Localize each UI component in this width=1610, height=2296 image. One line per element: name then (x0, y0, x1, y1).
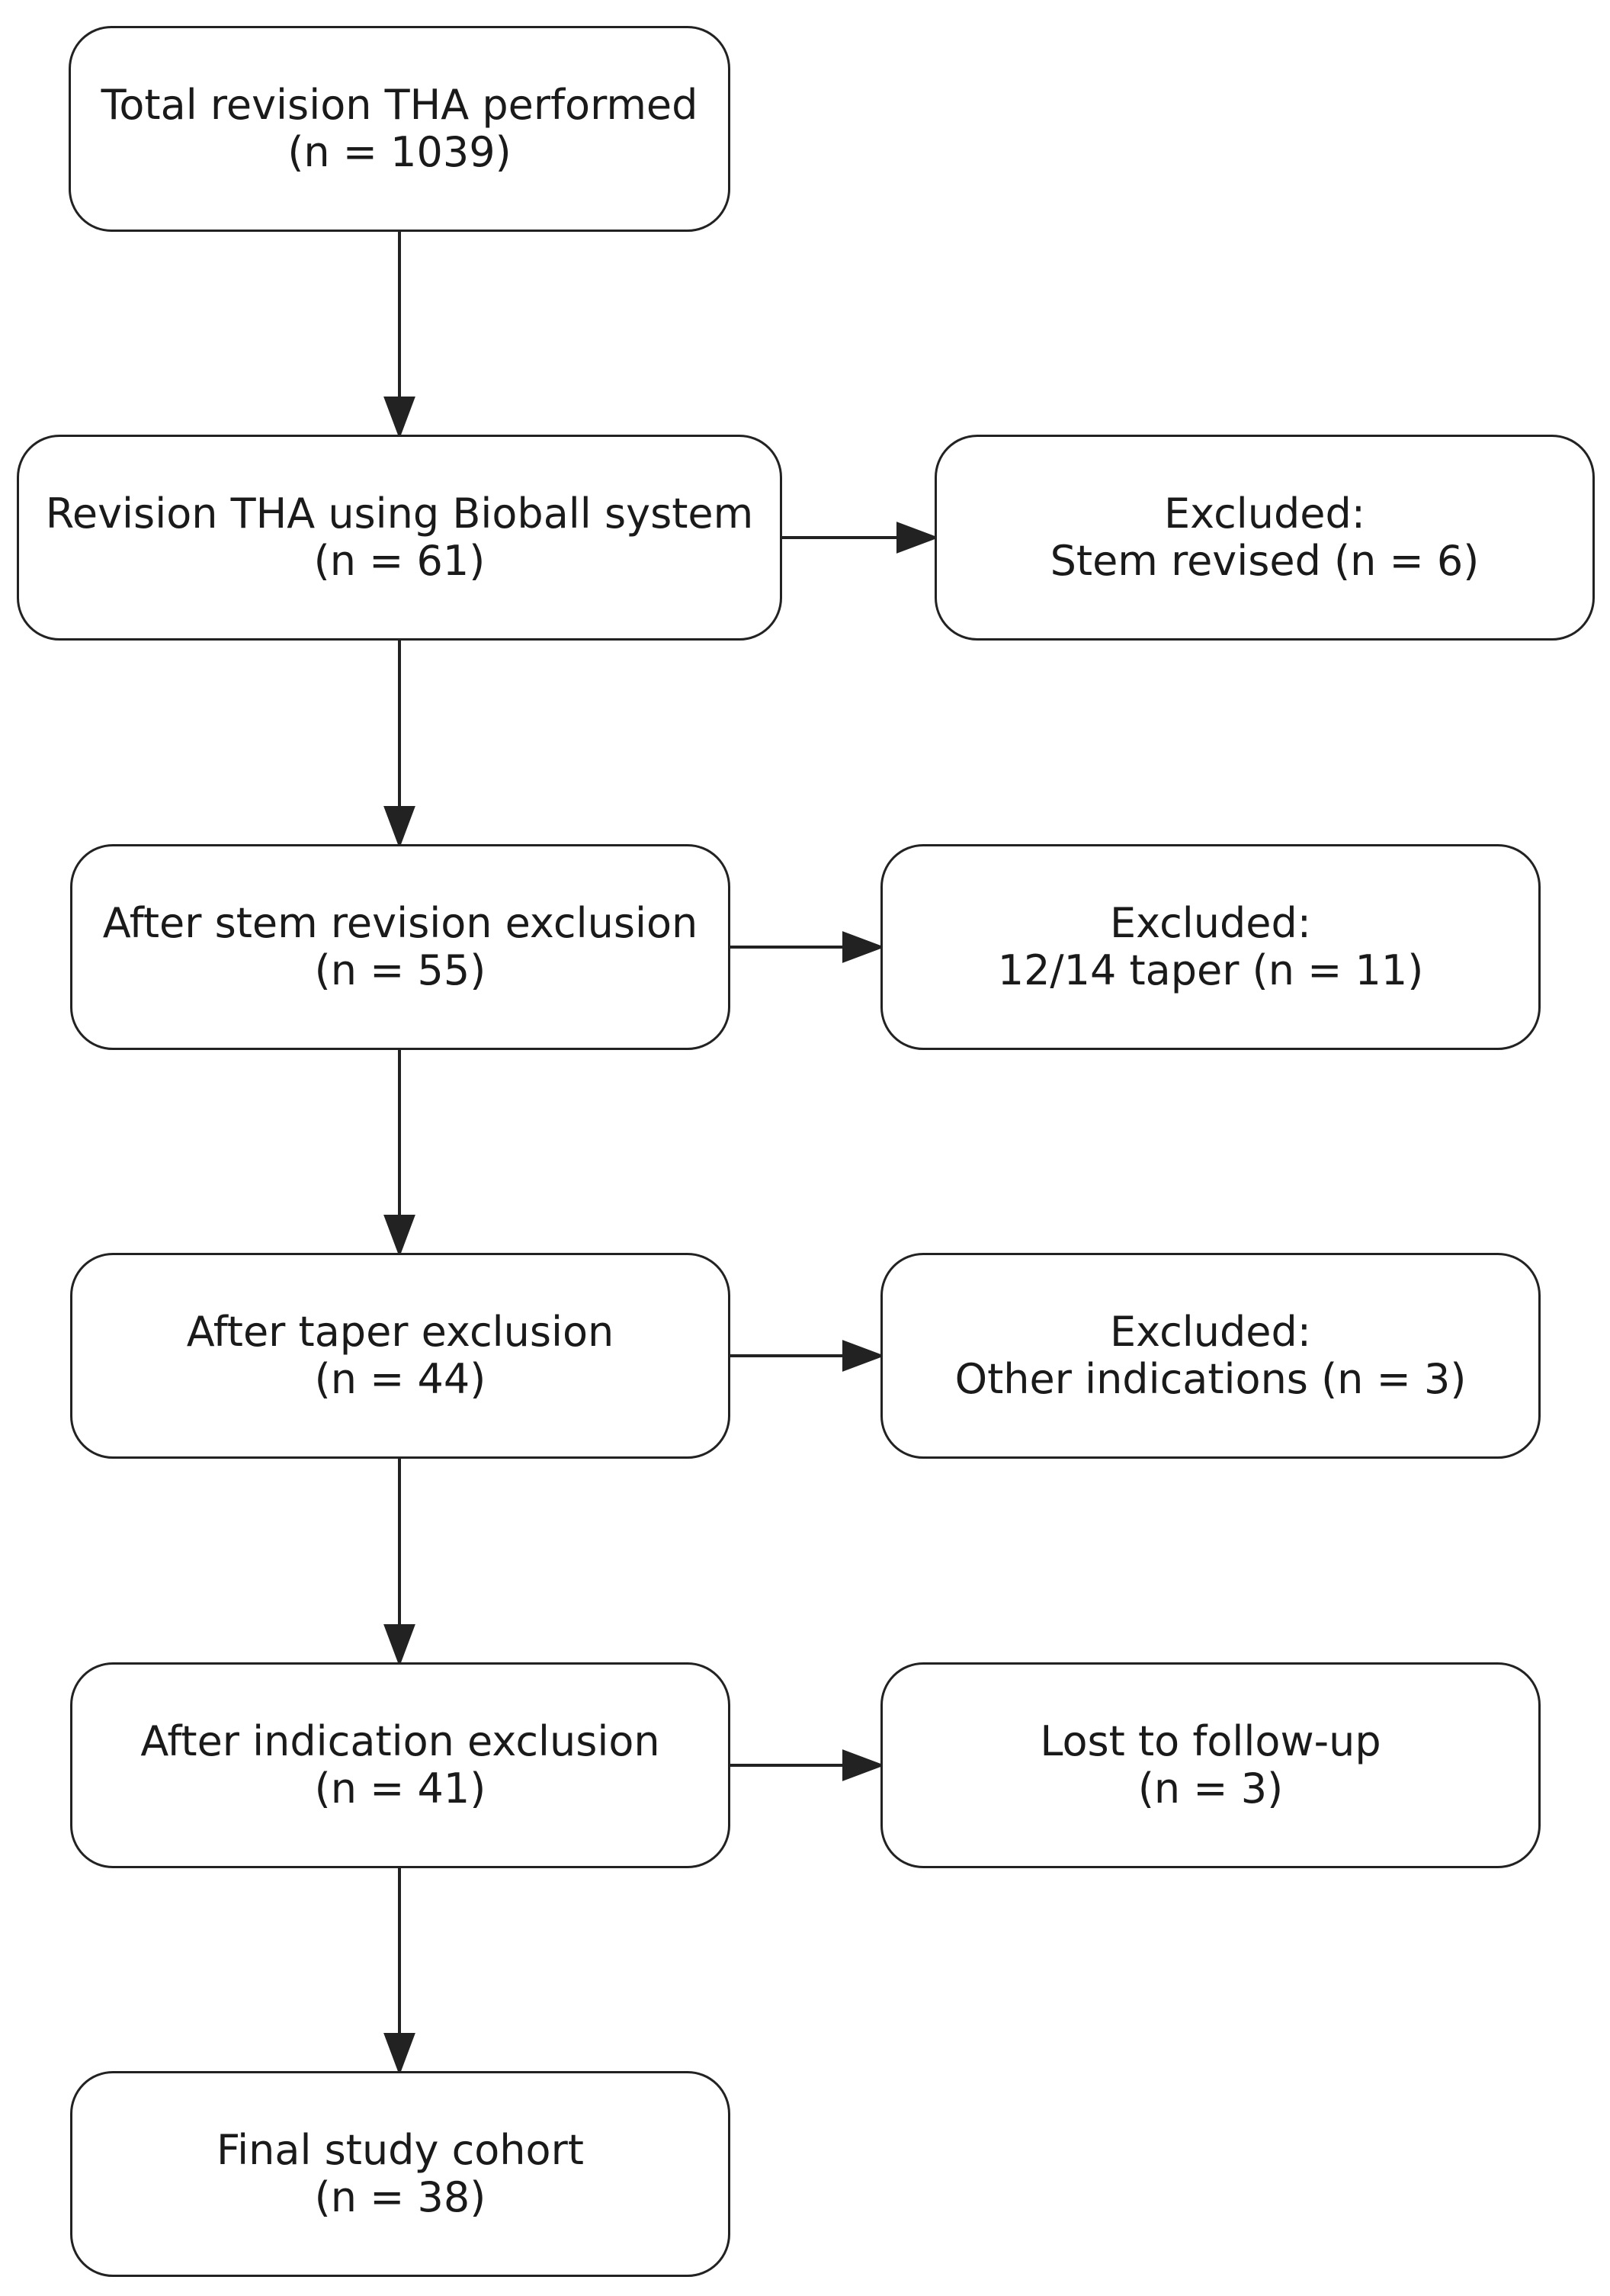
after-stem-exclusion-node: After stem revision exclusion (n = 55) (70, 844, 730, 1050)
after-stem-exclusion-count: (n = 55) (314, 946, 486, 994)
final-cohort-count: (n = 38) (314, 2173, 486, 2221)
arrowhead-taper (383, 1215, 415, 1257)
excluded-stem-revised-node: Excluded: Stem revised (n = 6) (935, 435, 1595, 641)
after-taper-exclusion-node: After taper exclusion (n = 44) (70, 1253, 730, 1459)
arrowhead-taper-excluded (842, 931, 885, 963)
horizontal-connectors (730, 522, 939, 1781)
arrowhead-final (383, 2033, 415, 2076)
excluded-stem-revised-detail: Stem revised (n = 6) (1050, 537, 1480, 585)
arrowhead-bioball (383, 397, 415, 439)
final-cohort-node: Final study cohort (n = 38) (70, 2071, 730, 2277)
arrowhead-stem-revised (896, 522, 939, 554)
after-stem-exclusion-label: After stem revision exclusion (102, 899, 698, 947)
arrowhead-other-excluded (842, 1340, 885, 1372)
after-indication-exclusion-label: After indication exclusion (140, 1717, 660, 1765)
excluded-taper-detail: 12/14 taper (n = 11) (997, 946, 1424, 994)
arrowhead-indication (383, 1624, 415, 1667)
bioball-revision-label: Revision THA using Bioball system (45, 490, 754, 538)
bioball-revision-node: Revision THA using Bioball system (n = 6… (17, 435, 782, 641)
total-revision-label: Total revision THA performed (101, 81, 698, 129)
after-taper-exclusion-label: After taper exclusion (186, 1308, 614, 1356)
after-indication-exclusion-node: After indication exclusion (n = 41) (70, 1662, 730, 1868)
lost-to-follow-up-label: Lost to follow-up (1040, 1717, 1381, 1765)
excluded-taper-heading: Excluded: (1109, 899, 1311, 947)
vertical-connectors (383, 232, 415, 2076)
total-revision-node: Total revision THA performed (n = 1039) (69, 26, 730, 232)
bioball-revision-count: (n = 61) (313, 537, 486, 585)
excluded-taper-node: Excluded: 12/14 taper (n = 11) (880, 844, 1541, 1050)
excluded-other-indications-node: Excluded: Other indications (n = 3) (880, 1253, 1541, 1459)
total-revision-count: (n = 1039) (287, 128, 512, 176)
after-indication-exclusion-count: (n = 41) (314, 1765, 486, 1813)
excluded-other-indications-detail: Other indications (n = 3) (954, 1355, 1467, 1403)
excluded-other-indications-heading: Excluded: (1109, 1308, 1311, 1356)
after-taper-exclusion-count: (n = 44) (314, 1355, 486, 1403)
lost-to-follow-up-count: (n = 3) (1137, 1765, 1284, 1813)
arrowhead-stem (383, 806, 415, 849)
lost-to-follow-up-node: Lost to follow-up (n = 3) (880, 1662, 1541, 1868)
final-cohort-label: Final study cohort (216, 2126, 584, 2174)
arrowhead-lost (842, 1749, 885, 1781)
excluded-stem-revised-heading: Excluded: (1163, 490, 1365, 538)
